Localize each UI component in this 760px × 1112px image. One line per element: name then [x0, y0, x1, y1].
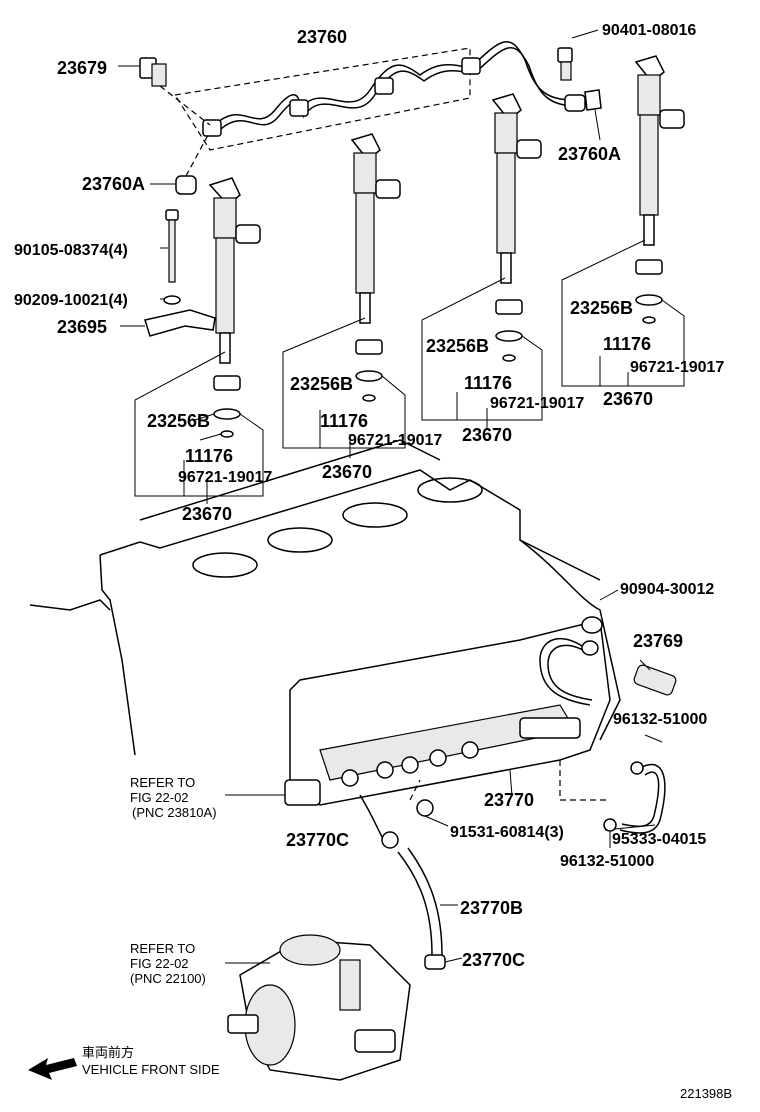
svg-text:(PNC 22100): (PNC 22100) [130, 971, 206, 986]
injector-1 [208, 177, 261, 364]
label-23760: 23760 [297, 27, 347, 47]
label-g4-11176: 11176 [603, 334, 651, 354]
bolt-90904 [581, 589, 619, 634]
label-91531: 91531-60814(3) [450, 824, 564, 841]
label-23760A-top: 23760A [558, 144, 621, 164]
svg-text:FIG 22-02: FIG 22-02 [130, 790, 189, 805]
label-g1-96721: 96721-19017 [178, 469, 272, 486]
injector-4 [634, 55, 685, 246]
label-23770C-a: 23770C [286, 830, 349, 850]
seal-group-2 [282, 317, 406, 458]
cylinder-head [29, 439, 621, 756]
label-g2-96721: 96721-19017 [348, 432, 442, 449]
svg-text:FIG 22-02: FIG 22-02 [130, 956, 189, 971]
label-23695: 23695 [57, 317, 107, 337]
ref-note-pump: REFER TO FIG 22-02 (PNC 22100) [130, 941, 206, 986]
label-23770C-b: 23770C [462, 950, 525, 970]
bolt-90105 [160, 209, 179, 283]
clamp-23695 [120, 309, 216, 337]
clip-96132-b [603, 818, 617, 848]
label-g3-96721: 96721-19017 [490, 395, 584, 412]
label-g2-11176: 11176 [320, 411, 368, 431]
seal-group-4 [561, 239, 685, 387]
label-23769: 23769 [633, 631, 683, 651]
dashed-link [559, 760, 610, 801]
label-23770: 23770 [484, 790, 534, 810]
gasket-23760A-left [150, 134, 209, 195]
label-g2-23670: 23670 [322, 462, 372, 482]
seal-group-1 [134, 351, 264, 504]
supply-pump [225, 934, 411, 1081]
pipe-23770B [359, 794, 458, 956]
label-23760A-left: 23760A [82, 174, 145, 194]
label-96132-a: 96132-51000 [613, 711, 707, 728]
figure-id: 221398B [680, 1086, 732, 1101]
clip-96132-a [630, 734, 663, 775]
front-arrow-icon [28, 1058, 77, 1080]
label-90904: 90904-30012 [620, 581, 714, 598]
seal-group-3 [421, 277, 543, 430]
svg-text:REFER TO: REFER TO [130, 941, 195, 956]
label-g1-23256B: 23256B [147, 411, 210, 431]
svg-text:REFER TO: REFER TO [130, 775, 195, 790]
label-90209: 90209-10021(4) [14, 292, 128, 309]
common-rail-23770 [284, 619, 611, 806]
label-g3-23256B: 23256B [426, 336, 489, 356]
bolt-23679 [118, 57, 211, 126]
label-96132-b: 96132-51000 [560, 853, 654, 870]
label-g1-11176: 11176 [185, 446, 233, 466]
label-23770B: 23770B [460, 898, 523, 918]
leak-pipe-23760 [174, 41, 580, 151]
labels: 23760 23679 90401-08016 23760A 23760A 90… [14, 22, 724, 970]
label-g3-23670: 23670 [462, 425, 512, 445]
bolt-90401 [557, 29, 599, 81]
sensor-23769 [581, 640, 677, 696]
ref-note-rail: REFER TO FIG 22-02 (PNC 23810A) [130, 775, 217, 820]
label-90401: 90401-08016 [602, 22, 696, 39]
label-95333: 95333-04015 [612, 831, 706, 848]
injector-3 [491, 93, 542, 284]
direction-jp: 車両前方 [82, 1045, 134, 1060]
label-g4-23256B: 23256B [570, 298, 633, 318]
label-90105: 90105-08374(4) [14, 242, 128, 259]
direction-en: VEHICLE FRONT SIDE [82, 1062, 220, 1077]
clip-23770C-b [424, 954, 463, 970]
label-g2-23256B: 23256B [290, 374, 353, 394]
clip-23770C-a [381, 831, 399, 849]
label-23679: 23679 [57, 58, 107, 78]
bolt-91531 [409, 779, 449, 827]
label-g4-96721: 96721-19017 [630, 359, 724, 376]
injector-2 [350, 133, 401, 324]
return-pipe [539, 637, 593, 706]
gasket-23760A-top [564, 89, 602, 141]
washer-90209 [160, 295, 181, 305]
label-g3-11176: 11176 [464, 373, 512, 393]
vehicle-front-indicator: 車両前方 VEHICLE FRONT SIDE [28, 1045, 220, 1080]
svg-text:(PNC 23810A): (PNC 23810A) [132, 805, 217, 820]
label-g4-23670: 23670 [603, 389, 653, 409]
label-g1-23670: 23670 [182, 504, 232, 524]
